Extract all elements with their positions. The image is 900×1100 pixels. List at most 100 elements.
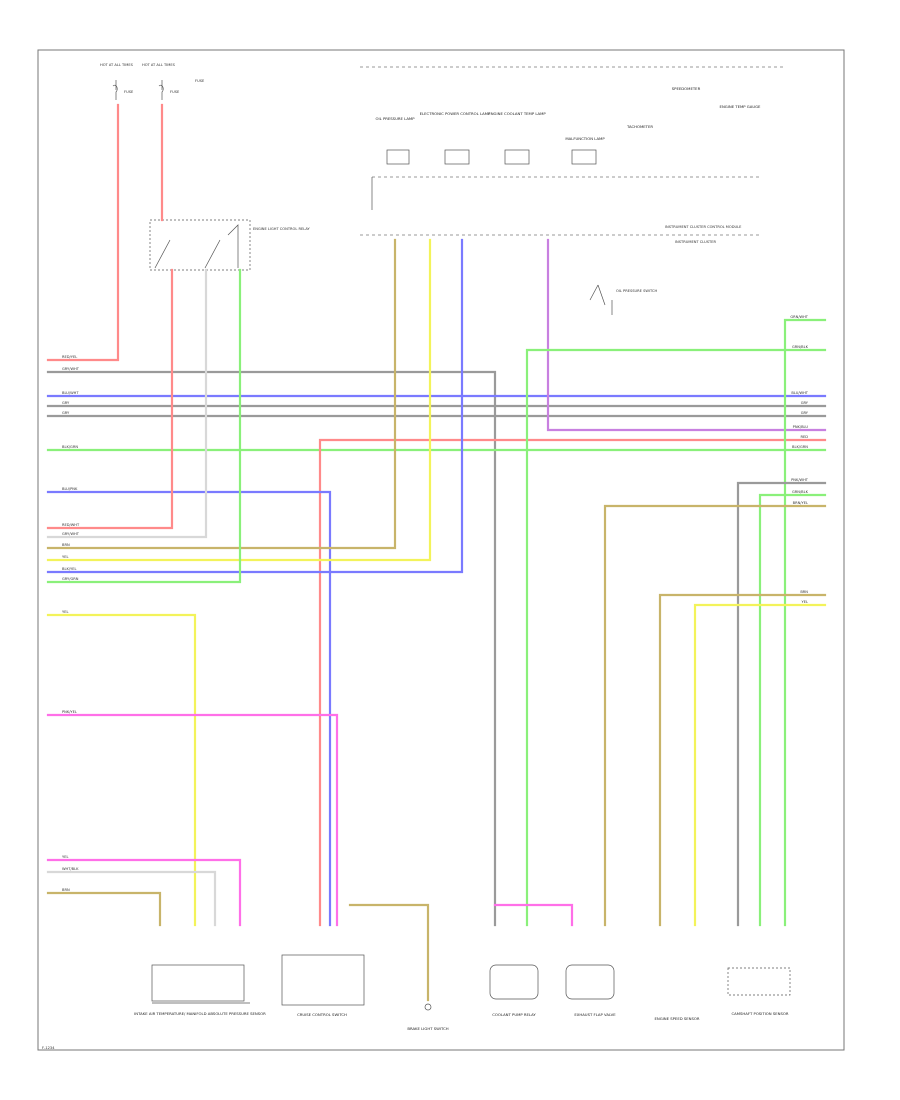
relay-label: ENGINE LIGHT CONTROL RELAY [253, 227, 311, 231]
right-wire-label: GRN/BLK [792, 345, 809, 349]
wire-red-12 [46, 268, 174, 530]
right-wire-label: RED [800, 435, 808, 439]
engine-light-control-relay: ENGINE LIGHT CONTROL RELAY [149, 219, 311, 271]
wire-tan-22 [46, 891, 162, 927]
left-wire-label: BLU/PNK [62, 487, 78, 491]
right-wire-label: GRY [801, 411, 809, 415]
speedometer-label: SPEEDOMETER [672, 86, 701, 91]
wires [46, 103, 827, 1002]
wire-purple-8 [546, 238, 827, 432]
right-wire-label: BLU/WHT [791, 391, 808, 395]
wire-yellow-27 [693, 603, 827, 927]
left-wire-label: GRY [62, 411, 70, 415]
wire-green-17 [46, 268, 242, 584]
wire-green-9 [525, 348, 827, 927]
coolant-temp-lamp-label: ENGINE COOLANT TEMP LAMP [488, 111, 546, 116]
left-wire-label: GRY [62, 401, 70, 405]
fuse-label-1: FUSE [124, 90, 134, 94]
left-wire-label: WHT/BLK [62, 867, 79, 871]
wire-tan-25 [603, 504, 827, 927]
wire-white-21 [46, 870, 217, 927]
engine-temp-gauge-label: ENGINE TEMP GAUGE [720, 104, 761, 109]
left-wire-label: RED/WHT [62, 523, 80, 527]
wire-tan-14 [46, 238, 397, 550]
right-wire-label: BRN [800, 590, 808, 594]
left-wire-label: BRN [62, 888, 70, 892]
left-wire-label: GRY/WHT [62, 532, 80, 536]
brake-light-switch: BRAKE LIGHT SWITCH [407, 1003, 449, 1031]
left-wire-label: GRY/GRN [62, 577, 79, 581]
fuse-label-2: FUSE [170, 90, 180, 94]
epc-lamp [444, 149, 470, 165]
intake-air-temp-sensor-label: INTAKE AIR TEMPERATURE/ MANIFOLD ABSOLUT… [134, 1011, 266, 1016]
wire-pink-20 [46, 858, 242, 927]
brake-light-switch-label: BRAKE LIGHT SWITCH [407, 1026, 448, 1031]
wire-blue-11 [46, 490, 332, 927]
wire-yellow-15 [46, 238, 432, 562]
right-wire-label: BRN/YEL [793, 501, 808, 505]
wire-red-0 [46, 103, 120, 362]
left-wire-label: YEL [62, 610, 68, 614]
wire-yellow-18 [46, 613, 197, 927]
wire-tan-26 [658, 593, 827, 927]
malfunction-lamp-label: MALFUNCTION LAMP [565, 136, 605, 141]
instrument-cluster-label: INSTRUMENT CLUSTER [675, 240, 716, 244]
left-wire-labels: RED/YEL GRY/WHT BLU/WHT GRY GRY BLK/GRN BLU/PN… [62, 355, 80, 892]
left-wire-label: YEL [62, 555, 68, 559]
right-wire-labels: GRN/WHT GRN/BLK BLU/WHT GRY GRY PNK/BLU RED BLK… [790, 315, 808, 604]
left-wire-label: YEL [62, 855, 68, 859]
right-wire-label: BLK/GRN [792, 445, 808, 449]
left-wire-label: PNK/YEL [62, 710, 77, 714]
malfunction-lamp [571, 149, 597, 165]
right-wire-label: PNK/WHT [791, 478, 809, 482]
hot-at-all-times-label-1: HOT AT ALL TIMES [100, 63, 134, 67]
instrument-cluster: OIL PRESSURE LAMP ELECTRONIC POWER CONTR… [360, 86, 761, 315]
left-wire-label: BRN [62, 543, 70, 547]
camshaft-position-sensor: CAMSHAFT POSITION SENSOR [727, 967, 791, 1016]
wire-red-7 [318, 438, 827, 927]
right-wire-label: GRY [801, 401, 809, 405]
oil-pressure-switch-label: OIL PRESSURE SWITCH [616, 289, 657, 293]
fuse-label-3: FUSE [195, 79, 205, 83]
wire-gray-2 [46, 370, 497, 927]
cruise-control-switch-label: CRUISE CONTROL SWITCH [297, 1012, 347, 1017]
wire-pink-19 [46, 713, 339, 927]
wire-gray-23 [736, 481, 827, 927]
wire-pink-29 [493, 903, 574, 927]
wire-green-24 [758, 493, 827, 927]
oil-pressure-lamp [386, 149, 410, 165]
diagram-frame [37, 49, 845, 1051]
oil-pressure-lamp-label: OIL PRESSURE LAMP [376, 116, 416, 121]
camshaft-position-sensor-label: CAMSHAFT POSITION SENSOR [732, 1011, 789, 1016]
tachometer-label: TACHOMETER [626, 124, 653, 129]
fuse-left: HOT AT ALL TIMES FUSE [100, 63, 134, 100]
left-wire-label: BLU/WHT [62, 391, 79, 395]
coolant-temp-lamp [504, 149, 530, 165]
wire-white-13 [46, 268, 208, 539]
right-wire-label: GRN/WHT [790, 315, 808, 319]
intake-air-temp-sensor: INTAKE AIR TEMPERATURE/ MANIFOLD ABSOLUT… [134, 964, 266, 1016]
exhaust-flap-valve-label: EXHAUST FLAP VALVE [574, 1012, 616, 1017]
wire-tan-28 [348, 903, 430, 1002]
wire-blue-16 [46, 238, 464, 574]
fuse-right: HOT AT ALL TIMES FUSE FUSE [142, 63, 205, 100]
wire-green-10 [783, 318, 827, 927]
epc-lamp-label: ELECTRONIC POWER CONTROL LAMP [420, 111, 491, 116]
left-wire-label: BLK/GRN [62, 445, 78, 449]
footer-code: F-1234 [42, 1046, 55, 1050]
left-wire-label: GRY/WHT [62, 367, 80, 371]
engine-speed-sensor-label: ENGINE SPEED SENSOR [654, 1016, 699, 1021]
right-wire-label: PNK/BLU [793, 425, 809, 429]
hot-at-all-times-label-2: HOT AT ALL TIMES [142, 63, 176, 67]
engine-speed-sensor: ENGINE SPEED SENSOR [654, 1016, 699, 1021]
coolant-pump-relay-label: COOLANT PUMP RELAY [492, 1012, 536, 1017]
coolant-pump-relay: COOLANT PUMP RELAY [489, 964, 539, 1017]
cluster-control-module-label: INSTRUMENT CLUSTER CONTROL MODULE [665, 225, 742, 229]
exhaust-flap-valve: EXHAUST FLAP VALVE [565, 964, 616, 1017]
right-wire-label: GRN/BLK [792, 490, 809, 494]
left-wire-label: BLK/YEL [62, 567, 77, 571]
left-wire-label: RED/YEL [62, 355, 77, 359]
right-wire-label: YEL [802, 600, 808, 604]
cruise-control-switch: CRUISE CONTROL SWITCH [281, 954, 365, 1017]
